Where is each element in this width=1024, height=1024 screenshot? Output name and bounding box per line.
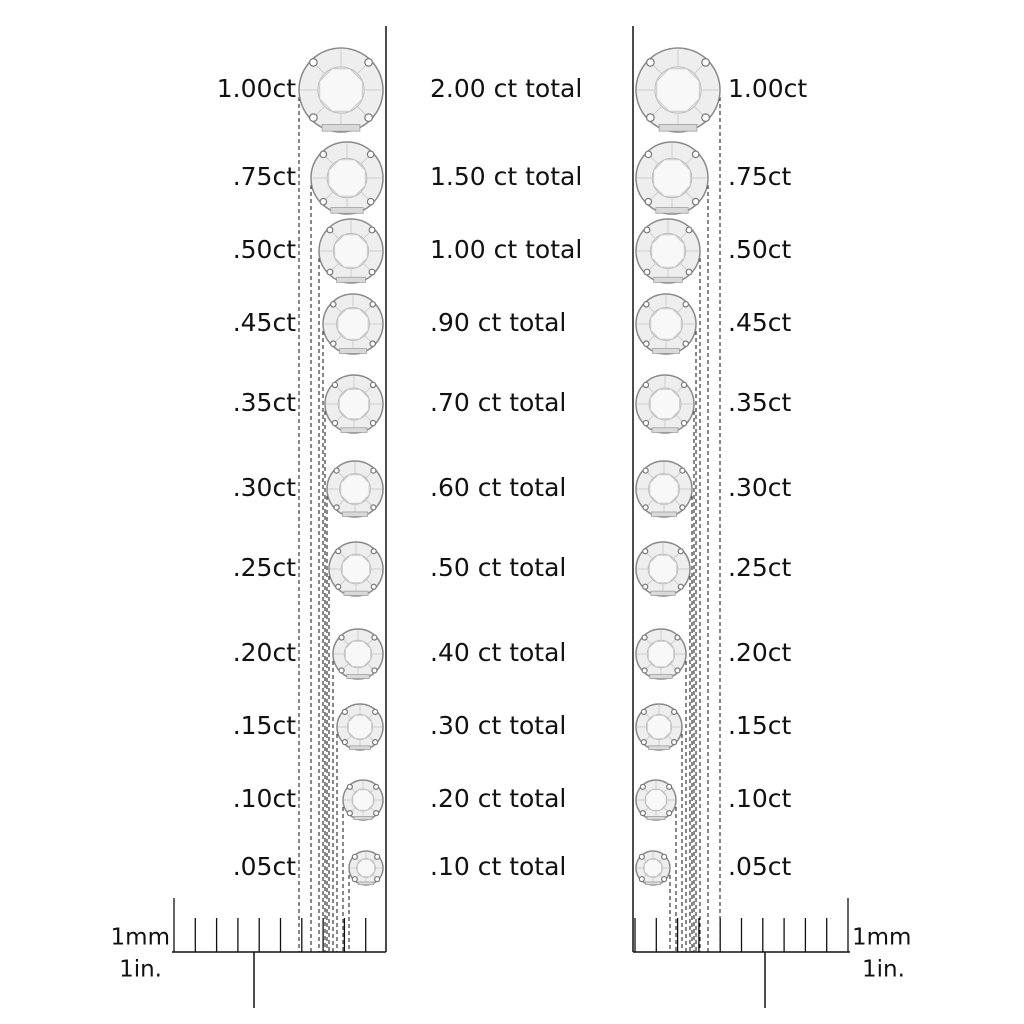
left-total-label: .20 ct total <box>430 784 566 813</box>
left-carat-label: .05ct <box>233 852 297 881</box>
left-inch-label: 1in. <box>119 957 162 983</box>
left-total-label: .30 ct total <box>430 711 566 740</box>
left-stud-stone <box>298 47 384 133</box>
left-stud-stone <box>328 541 384 597</box>
right-stud-stone <box>635 141 709 215</box>
left-mm-label: 1mm <box>111 925 170 951</box>
left-total-label: .40 ct total <box>430 638 566 667</box>
left-total-label: .60 ct total <box>430 473 566 502</box>
right-stud-stone <box>635 703 683 751</box>
left-total-label: .90 ct total <box>430 308 566 337</box>
left-stud-stone <box>318 218 384 284</box>
right-stud-stone <box>635 779 677 821</box>
scale-rulers: 1mm 1in. 1mm 1in. <box>111 898 911 1008</box>
left-stud-stone <box>310 141 384 215</box>
right-carat-label: .10ct <box>728 784 792 813</box>
left-total-label: 1.50 ct total <box>430 162 582 191</box>
left-total-label: .50 ct total <box>430 553 566 582</box>
right-carat-label: 1.00ct <box>728 74 807 103</box>
right-carat-label: .35ct <box>728 388 792 417</box>
left-carat-label: .35ct <box>233 388 297 417</box>
right-mm-label: 1mm <box>852 925 911 951</box>
left-carat-label: .50ct <box>233 235 297 264</box>
right-carat-label: .25ct <box>728 553 792 582</box>
right-stud-stone <box>635 374 695 434</box>
right-stud-column: 1.00ct .75ct .50ct .45ct .35ct .30ct .25ct .20c… <box>632 26 807 952</box>
right-stud-stone <box>635 293 697 355</box>
right-stud-stone <box>635 850 671 886</box>
right-carat-label: .75ct <box>728 162 792 191</box>
right-carat-label: .45ct <box>728 308 792 337</box>
left-carat-label: .25ct <box>233 553 297 582</box>
right-carat-label: .20ct <box>728 638 792 667</box>
right-carat-label: .15ct <box>728 711 792 740</box>
left-total-label: 1.00 ct total <box>430 235 582 264</box>
left-total-label: .10 ct total <box>430 852 566 881</box>
left-carat-label: .75ct <box>233 162 297 191</box>
right-carat-label: .05ct <box>728 852 792 881</box>
right-stud-stone <box>635 628 687 680</box>
left-stud-stone <box>324 374 384 434</box>
left-stud-stone <box>332 628 384 680</box>
left-stud-stone <box>322 293 384 355</box>
left-carat-label: .20ct <box>233 638 297 667</box>
left-stud-stone <box>342 779 384 821</box>
left-carat-label: .10ct <box>233 784 297 813</box>
left-carat-label: .15ct <box>233 711 297 740</box>
left-stud-stone <box>326 460 384 518</box>
right-carat-label: .50ct <box>728 235 792 264</box>
right-carat-label: .30ct <box>728 473 792 502</box>
left-total-label: 2.00 ct total <box>430 74 582 103</box>
left-total-label: .70 ct total <box>430 388 566 417</box>
left-carat-label: .30ct <box>233 473 297 502</box>
right-inch-label: 1in. <box>862 957 905 983</box>
right-stud-stone <box>635 541 691 597</box>
left-stud-stone <box>348 850 384 886</box>
left-carat-label: .45ct <box>233 308 297 337</box>
right-stud-stone <box>635 218 701 284</box>
right-stud-stone <box>635 47 721 133</box>
left-carat-label: 1.00ct <box>217 74 296 103</box>
left-stud-stone <box>336 703 384 751</box>
right-stud-stone <box>635 460 693 518</box>
left-stud-column: 1.00ct 2.00 ct total .75ct 1.50 ct total .50… <box>217 26 582 952</box>
